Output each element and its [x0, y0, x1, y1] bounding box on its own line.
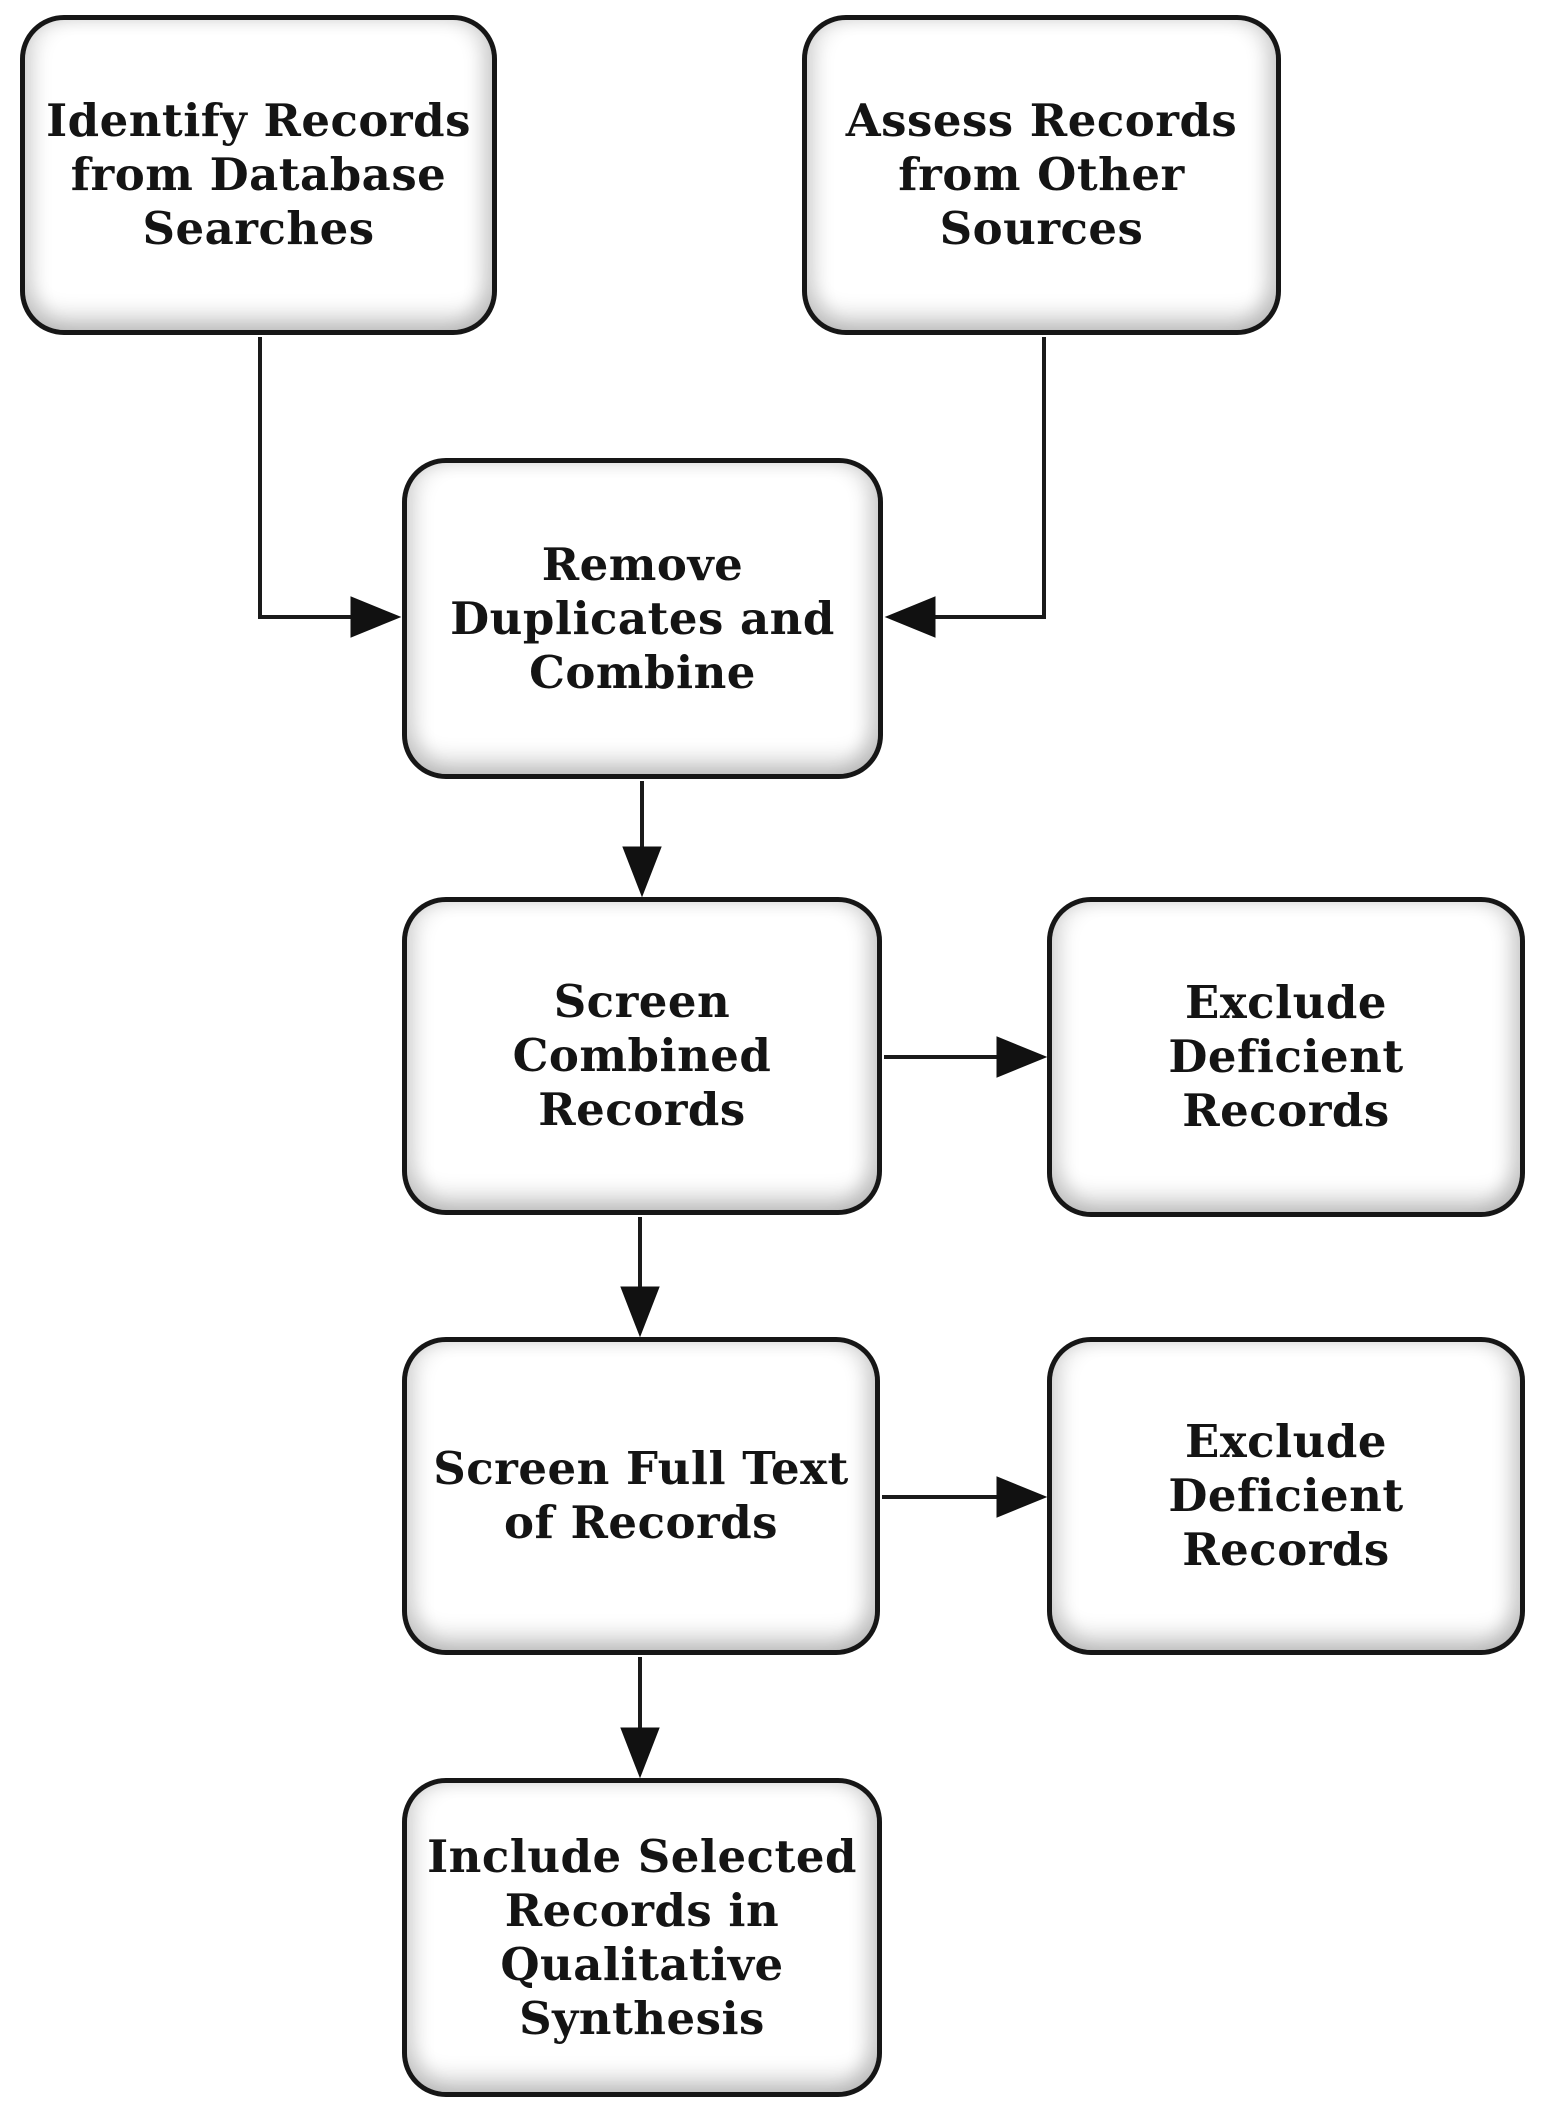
arrow-identify-to-remove [258, 337, 402, 638]
node-remove-duplicates-label: Remove Duplicates and Combine [450, 537, 835, 699]
node-assess-records: Assess Records from Other Sources [802, 15, 1281, 335]
node-screen-combined-records-label: Screen Combined Records [512, 975, 772, 1136]
node-exclude-deficient-records-1-label: Exclude Deficient Records [1168, 976, 1404, 1137]
node-assess-records-label: Assess Records from Other Sources [845, 94, 1238, 255]
arrow-screen-full-to-include [620, 1657, 660, 1779]
arrow-screen-combined-to-screen-full [620, 1217, 660, 1338]
node-remove-duplicates: Remove Duplicates and Combine [402, 458, 883, 779]
arrow-remove-to-screen-combined [622, 781, 662, 898]
node-include-selected-records-label: Include Selected Records in Qualitative … [427, 1829, 857, 2045]
node-screen-full-text-label: Screen Full Text of Records [433, 1442, 849, 1549]
node-screen-combined-records: Screen Combined Records [402, 897, 882, 1215]
arrow-screen-full-to-exclude [882, 1476, 1048, 1518]
node-identify-records-label: Identify Records from Database Searches [46, 94, 471, 255]
node-identify-records: Identify Records from Database Searches [20, 15, 497, 335]
arrow-screen-combined-to-exclude [884, 1036, 1048, 1078]
node-include-selected-records: Include Selected Records in Qualitative … [402, 1778, 882, 2097]
node-exclude-deficient-records-1: Exclude Deficient Records [1047, 897, 1525, 1217]
node-exclude-deficient-records-2: Exclude Deficient Records [1047, 1337, 1525, 1655]
node-screen-full-text: Screen Full Text of Records [402, 1337, 880, 1655]
node-exclude-deficient-records-2-label: Exclude Deficient Records [1168, 1415, 1404, 1576]
arrow-assess-to-remove [884, 337, 1046, 638]
